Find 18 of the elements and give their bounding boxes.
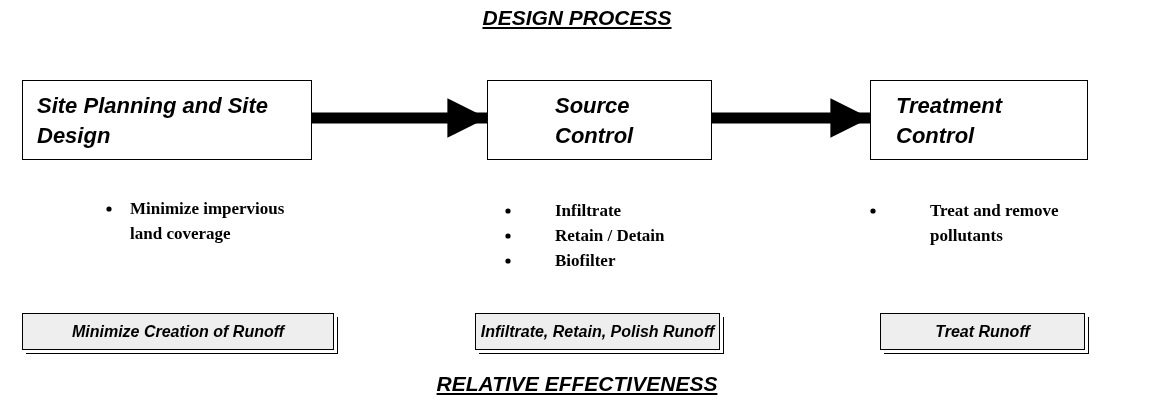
process-box bbox=[22, 80, 312, 160]
arrow bbox=[312, 98, 487, 138]
arrow bbox=[712, 98, 870, 138]
box-label: Treatment Control bbox=[896, 92, 1004, 150]
section-heading: RELATIVE EFFECTIVENESS bbox=[436, 372, 718, 396]
box-label: Source Control bbox=[555, 92, 635, 150]
bullet-text: Treat and remove pollutants bbox=[930, 200, 1060, 247]
bullet-text: Retain / Detain bbox=[555, 225, 666, 247]
process-box bbox=[487, 80, 712, 160]
bullet-text: Biofilter bbox=[555, 250, 617, 272]
box-label: Treat Runoff bbox=[934, 322, 1032, 342]
bullet-text: Infiltrate bbox=[555, 200, 623, 222]
box-label: Site Planning and Site Design bbox=[37, 92, 270, 150]
process-box bbox=[870, 80, 1088, 160]
box-label: Minimize Creation of Runoff bbox=[70, 322, 287, 342]
diagram-title: DESIGN PROCESS bbox=[482, 6, 672, 30]
bullet-text: Minimize impervious land coverage bbox=[130, 198, 286, 245]
box-label: Infiltrate, Retain, Polish Runoff bbox=[479, 322, 717, 342]
